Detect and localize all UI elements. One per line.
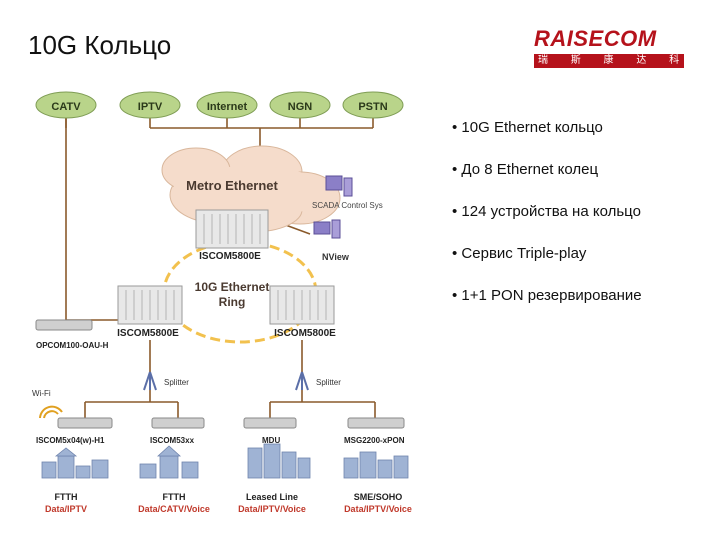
service-label: CATV	[51, 101, 81, 113]
slide-title: 10G Кольцо	[28, 30, 172, 60]
onu-device	[243, 417, 297, 429]
splitter-label: Splitter	[164, 378, 189, 387]
caption-sub: Data/IPTV/Voice	[344, 504, 412, 514]
splitter-right: Splitter	[295, 371, 341, 391]
feature-list: 10G Ethernet кольцо До 8 Ethernet колец …	[452, 118, 642, 328]
raisecom-logo: RAISECOM 瑞 斯 康 达 科 技	[534, 26, 694, 80]
nview-label: NView	[322, 252, 350, 262]
service-label: PSTN	[358, 101, 387, 113]
caption-title: FTTH	[163, 492, 186, 502]
ring-label: Ring	[219, 295, 246, 309]
caption-sub: Data/IPTV/Voice	[238, 504, 306, 514]
building-cluster	[247, 443, 311, 479]
switch-label: ISCOM5800E	[199, 251, 261, 262]
caption-title: FTTH	[55, 492, 78, 502]
service-node	[35, 91, 97, 119]
opcom-label: OPCOM100-OAU-H	[36, 341, 109, 350]
logo-bar	[534, 54, 684, 68]
nview-node: NView	[313, 219, 350, 262]
bullet-item: 10G Ethernet кольцо	[452, 118, 642, 148]
switch-label: ISCOM5800E	[117, 328, 179, 339]
building-cluster	[343, 451, 409, 479]
wifi-node: Wi-Fi	[32, 389, 63, 419]
switch-chassis	[195, 209, 269, 249]
switch-top: ISCOM5800E	[195, 209, 269, 262]
onu-label: MSG2200-xPON	[344, 436, 405, 445]
service-node	[119, 91, 181, 119]
switch-label: ISCOM5800E	[274, 328, 336, 339]
cloud-label: Metro Ethernet	[186, 178, 278, 193]
onu-label: MDU	[262, 436, 280, 445]
onu-label: ISCOM53xx	[150, 436, 195, 445]
splitter-icon	[143, 371, 157, 391]
onu-label: ISCOM5x04(w)-H1	[36, 436, 105, 445]
splitter-left: Splitter	[143, 371, 189, 391]
onu-device	[57, 417, 113, 429]
onu-device	[347, 417, 405, 429]
onu-devices: ISCOM5x04(w)-H1 ISCOM53xx MDU MSG2200-xP…	[36, 417, 405, 445]
service-label: NGN	[288, 101, 313, 113]
bullet-item: 124 устройства на кольцо	[452, 202, 642, 232]
opcom-chassis	[35, 319, 93, 331]
opcom-device: OPCOM100-OAU-H	[35, 319, 109, 350]
building-cluster	[139, 445, 199, 479]
bullet-item: 1+1 PON резервирование	[452, 286, 641, 316]
wifi-label: Wi-Fi	[32, 389, 51, 398]
buildings	[41, 443, 409, 479]
captions: FTTH Data/IPTV FTTH Data/CATV/Voice Leas…	[45, 492, 412, 514]
splitter-label: Splitter	[316, 378, 341, 387]
logo-subtitle: 瑞 斯 康 达 科 技	[538, 55, 690, 80]
splitter-icon	[295, 371, 309, 391]
service-label: Internet	[207, 101, 248, 113]
caption-sub: Data/IPTV	[45, 504, 87, 514]
service-node	[196, 91, 258, 119]
caption-sub: Data/CATV/Voice	[138, 504, 210, 514]
scada-node: SCADA Control Sys	[312, 175, 383, 210]
caption-title: SME/SOHO	[354, 492, 403, 502]
service-node	[269, 91, 331, 119]
service-nodes: CATV IPTV Internet NGN PSTN	[35, 91, 404, 119]
bullet-item: До 8 Ethernet колец	[452, 160, 642, 190]
wifi-icon	[39, 405, 63, 419]
caption-title: Leased Line	[246, 492, 298, 502]
ring-label: 10G Ethernet	[195, 280, 270, 294]
onu-device	[151, 417, 205, 429]
computer-icon	[325, 175, 343, 191]
building-cluster	[41, 447, 109, 479]
service-node	[342, 91, 404, 119]
service-label: IPTV	[138, 101, 163, 113]
switch-right: ISCOM5800E	[269, 285, 336, 339]
scada-label: SCADA Control Sys	[312, 201, 383, 210]
computer-icon	[313, 221, 331, 235]
switch-left: ISCOM5800E	[117, 285, 183, 339]
bullet-item: Сервис Triple-play	[452, 244, 642, 274]
logo-wordmark: RAISECOM	[534, 26, 657, 51]
